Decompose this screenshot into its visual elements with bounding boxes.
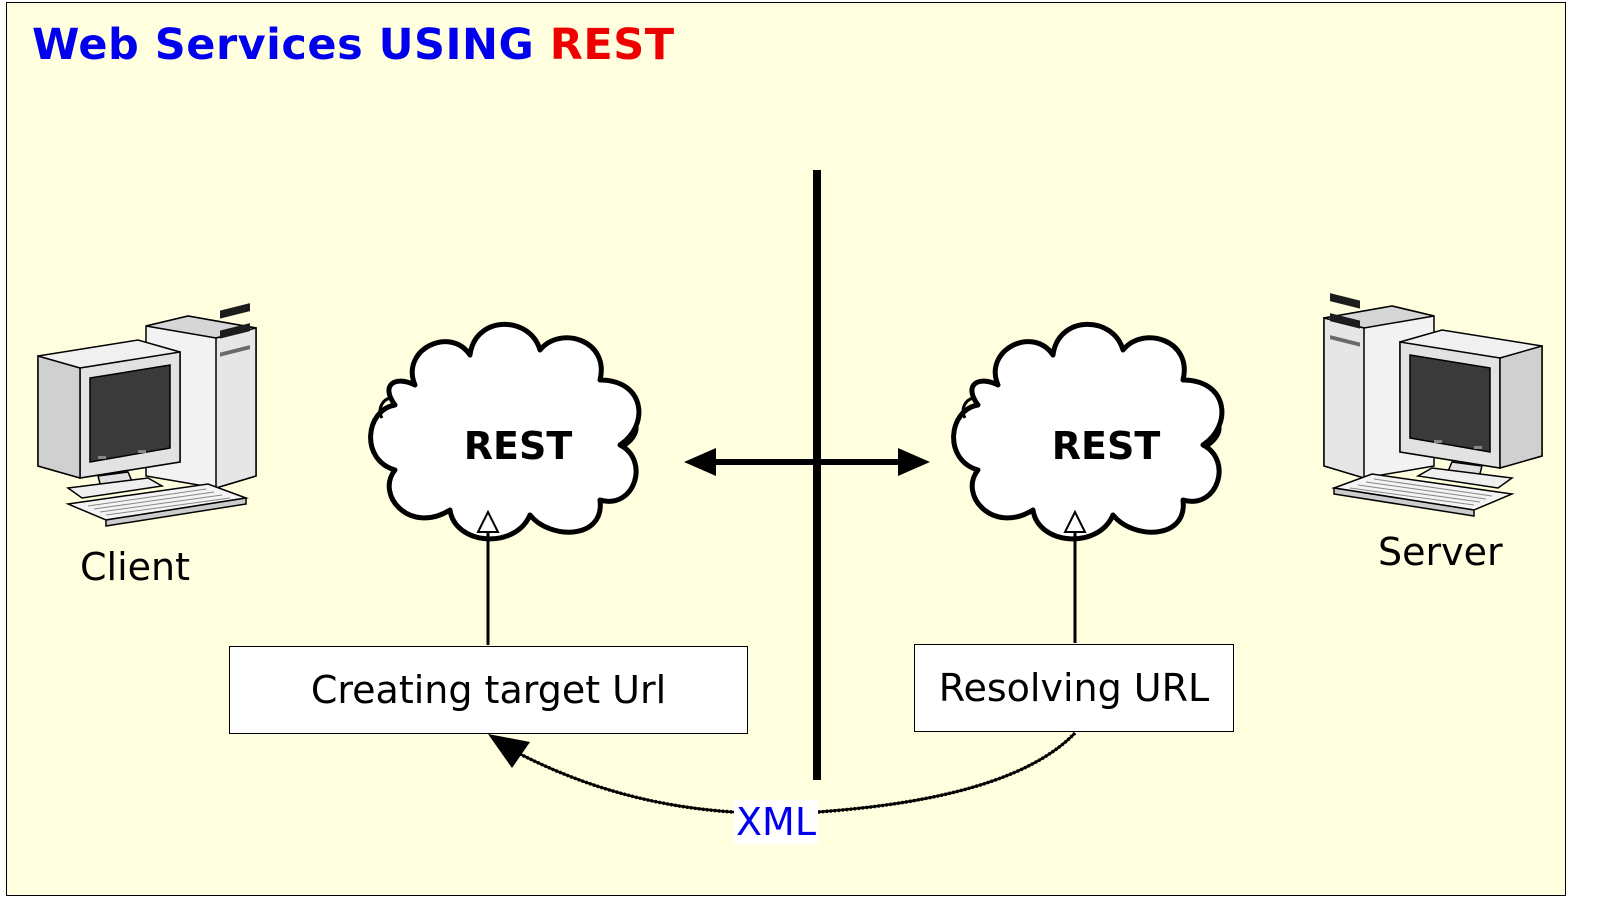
cloud-left-label: REST (463, 424, 573, 468)
xml-arrowhead (488, 734, 530, 768)
server-label: Server (1378, 530, 1503, 574)
page-title: Web Services USING REST (32, 20, 675, 70)
arrowhead-right (898, 448, 930, 476)
cloud-right-label: REST (1051, 424, 1161, 468)
resolving-url-box: Resolving URL (914, 644, 1234, 732)
open-triangle-right (1063, 509, 1087, 533)
creating-target-url-box: Creating target Url (229, 646, 748, 734)
title-prefix: Web Services USING (32, 20, 535, 70)
client-label: Client (80, 545, 191, 589)
slide (6, 2, 1566, 896)
arrowhead-left (684, 448, 716, 476)
open-triangle-left (476, 509, 500, 533)
client-computer-icon (37, 302, 257, 527)
title-highlight: REST (549, 20, 675, 70)
xml-label: XML (734, 800, 818, 844)
server-computer-icon (1323, 292, 1543, 517)
